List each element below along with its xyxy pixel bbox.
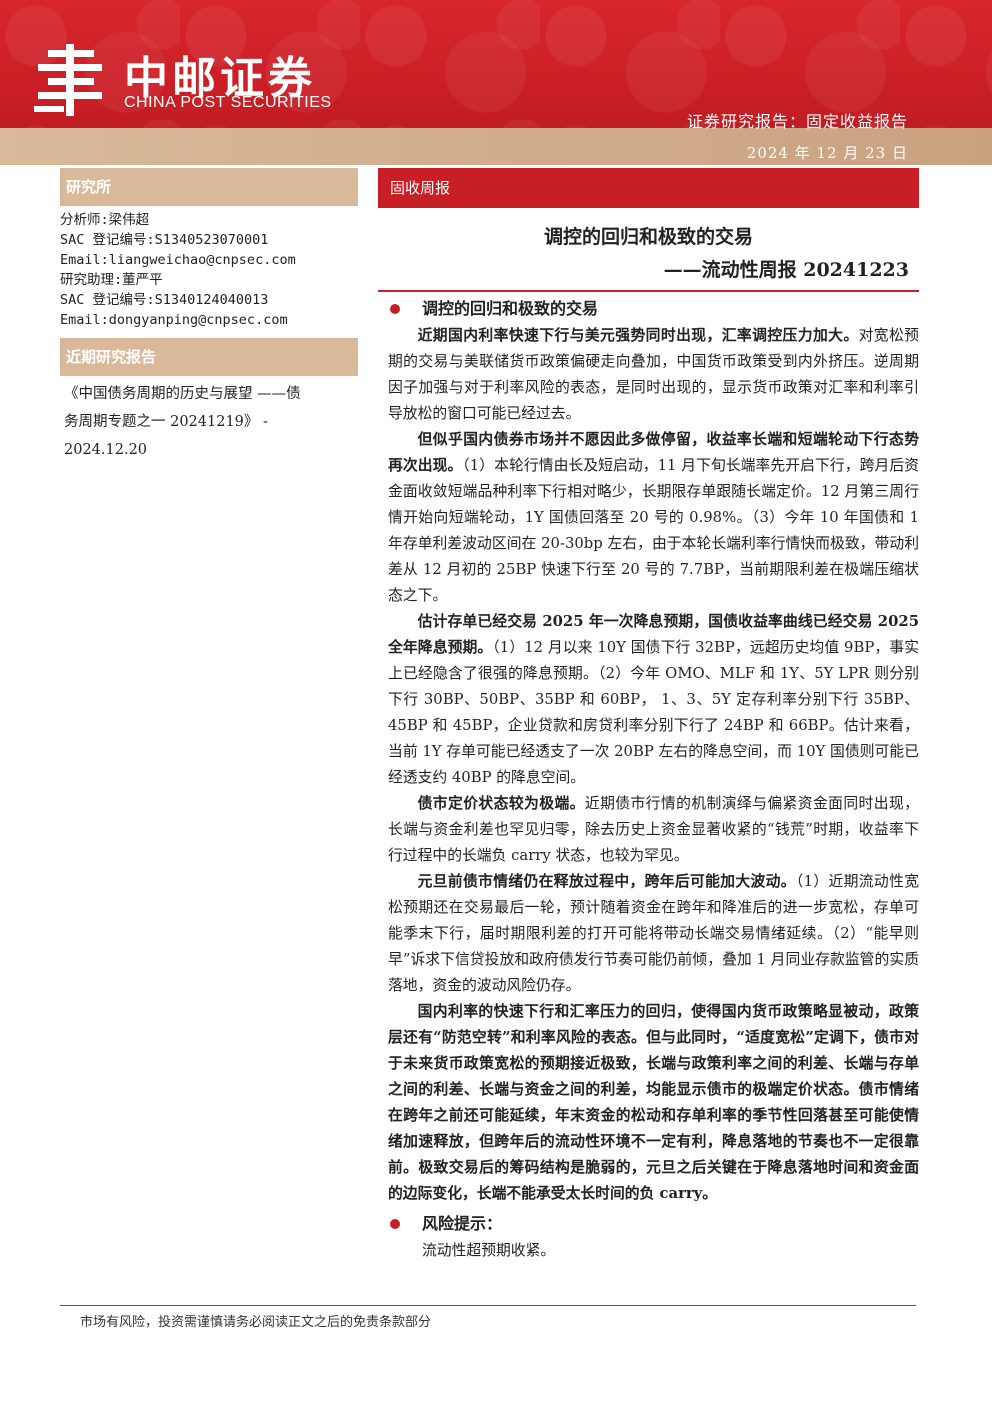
- institute-title: 研究所: [60, 168, 358, 206]
- bullet-dot-icon: [390, 1219, 400, 1229]
- report-subtitle: ——流动性周报 20241223: [663, 259, 909, 281]
- paragraph-lead: 元旦前债市情绪仍在释放过程中，跨年后可能加大波动。: [417, 873, 796, 890]
- china-post-logo-icon: [34, 44, 102, 116]
- analyst-line: 分析师:梁伟超: [60, 212, 150, 228]
- paragraph-lead: 债市定价状态较为极端。: [417, 795, 585, 812]
- brand-name-en: CHINA POST SECURITIES: [124, 94, 332, 111]
- recent-report-line: 务周期专题之一 20241219》 -: [64, 414, 268, 430]
- bullet-dot-icon: [390, 304, 400, 314]
- risk-heading: 风险提示：: [378, 1212, 919, 1236]
- report-type: 证券研究报告：固定收益报告: [686, 112, 908, 131]
- paragraph-body: （1）近期流动性宽松预期还在交易最后一轮，预计随着资金在跨年和降准后的进一步宽松…: [388, 873, 919, 994]
- paragraph-body: 近期债市行情的机制演绎与偏紧资金面同时出现，长端与资金利差也罕见归零，除去历史上…: [388, 795, 919, 864]
- paragraph-lead: 近期国内利率快速下行与美元强势同时出现，汇率调控压力加大。: [417, 327, 859, 344]
- analyst-email[interactable]: Email:dongyanping@cnpsec.com: [60, 312, 288, 328]
- risk-text: 流动性超预期收紧。: [422, 1242, 556, 1259]
- risk-heading-text: 风险提示：: [422, 1214, 503, 1233]
- date-band: [0, 128, 992, 165]
- summary-paragraph: 国内利率的快速下行和汇率压力的回归，使得国内货币政策略显被动，政策层还有“防范空…: [388, 1003, 919, 1202]
- header-banner: 中邮证券 CHINA POST SECURITIES 证券研究报告：固定收益报告…: [0, 0, 992, 165]
- paragraph-body: 对宽松预期的交易与美联储货币政策偏硬走向叠加，中国货币政策受到内外挤压。逆周期因…: [388, 327, 919, 422]
- recent-reports-title: 近期研究报告: [60, 338, 358, 376]
- paragraph: 近期国内利率快速下行与美元强势同时出现，汇率调控压力加大。对宽松预期的交易与美联…: [388, 323, 919, 427]
- analyst-info: 分析师:梁伟超 SAC 登记编号:S1340523070001 Email:li…: [60, 210, 358, 330]
- analyst-line: 研究助理:董严平: [60, 272, 163, 288]
- paragraph-lead: 估计存单已经交易 2025 年一次降息预期，国债收益率曲线已经交易 2025 全…: [388, 613, 919, 656]
- analyst-email[interactable]: Email:liangweichao@cnpsec.com: [60, 252, 296, 268]
- report-date: 2024 年 12 月 23 日: [746, 144, 908, 162]
- paragraph: 债市定价状态较为极端。近期债市行情的机制演绎与偏紧资金面同时出现，长端与资金利差…: [388, 791, 919, 869]
- paragraph: 元旦前债市情绪仍在释放过程中，跨年后可能加大波动。（1）近期流动性宽松预期还在交…: [388, 869, 919, 999]
- paragraph-body: （1）本轮行情由长及短启动，11 月下旬长端率先开启下行，跨月后资金面收敛短端品…: [388, 457, 919, 604]
- main-content: 固收周报 调控的回归和极致的交易 ——流动性周报 20241223 调控的回归和…: [378, 168, 919, 1264]
- section-label: 固收周报: [378, 168, 919, 208]
- analyst-line: SAC 登记编号:S1340124040013: [60, 292, 269, 308]
- recent-report-line: 《中国债务周期的历史与展望 ——债: [64, 386, 301, 402]
- analyst-line: SAC 登记编号:S1340523070001: [60, 232, 269, 248]
- bullet-heading-text: 调控的回归和极致的交易: [422, 299, 599, 318]
- paragraph-lead: 但似乎国内债券市场并不愿因此多做停留，收益率长端和短端轮动下行态势再次出现。: [388, 431, 919, 474]
- report-body: 近期国内利率快速下行与美元强势同时出现，汇率调控压力加大。对宽松预期的交易与美联…: [378, 323, 919, 1207]
- title-divider: [378, 290, 919, 292]
- brand-name-cn: 中邮证券: [124, 53, 316, 104]
- report-title: 调控的回归和极致的交易: [543, 226, 753, 248]
- recent-report-link[interactable]: 《中国债务周期的历史与展望 ——债 务周期专题之一 20241219》 - 20…: [60, 380, 358, 464]
- recent-report-line: 2024.12.20: [64, 442, 148, 458]
- footer-disclaimer: 市场有风险，投资需谨慎请务必阅读正文之后的免责条款部分: [80, 1315, 432, 1330]
- paragraph: 估计存单已经交易 2025 年一次降息预期，国债收益率曲线已经交易 2025 全…: [388, 609, 919, 791]
- bullet-heading: 调控的回归和极致的交易: [378, 297, 919, 321]
- paragraph: 但似乎国内债券市场并不愿因此多做停留，收益率长端和短端轮动下行态势再次出现。（1…: [388, 427, 919, 609]
- footer-divider: [60, 1305, 916, 1306]
- sidebar: 研究所 分析师:梁伟超 SAC 登记编号:S1340523070001 Emai…: [60, 168, 358, 464]
- paragraph-body: （1）12 月以来 10Y 国债下行 32BP，远超历史均值 9BP，事实上已经…: [388, 639, 919, 786]
